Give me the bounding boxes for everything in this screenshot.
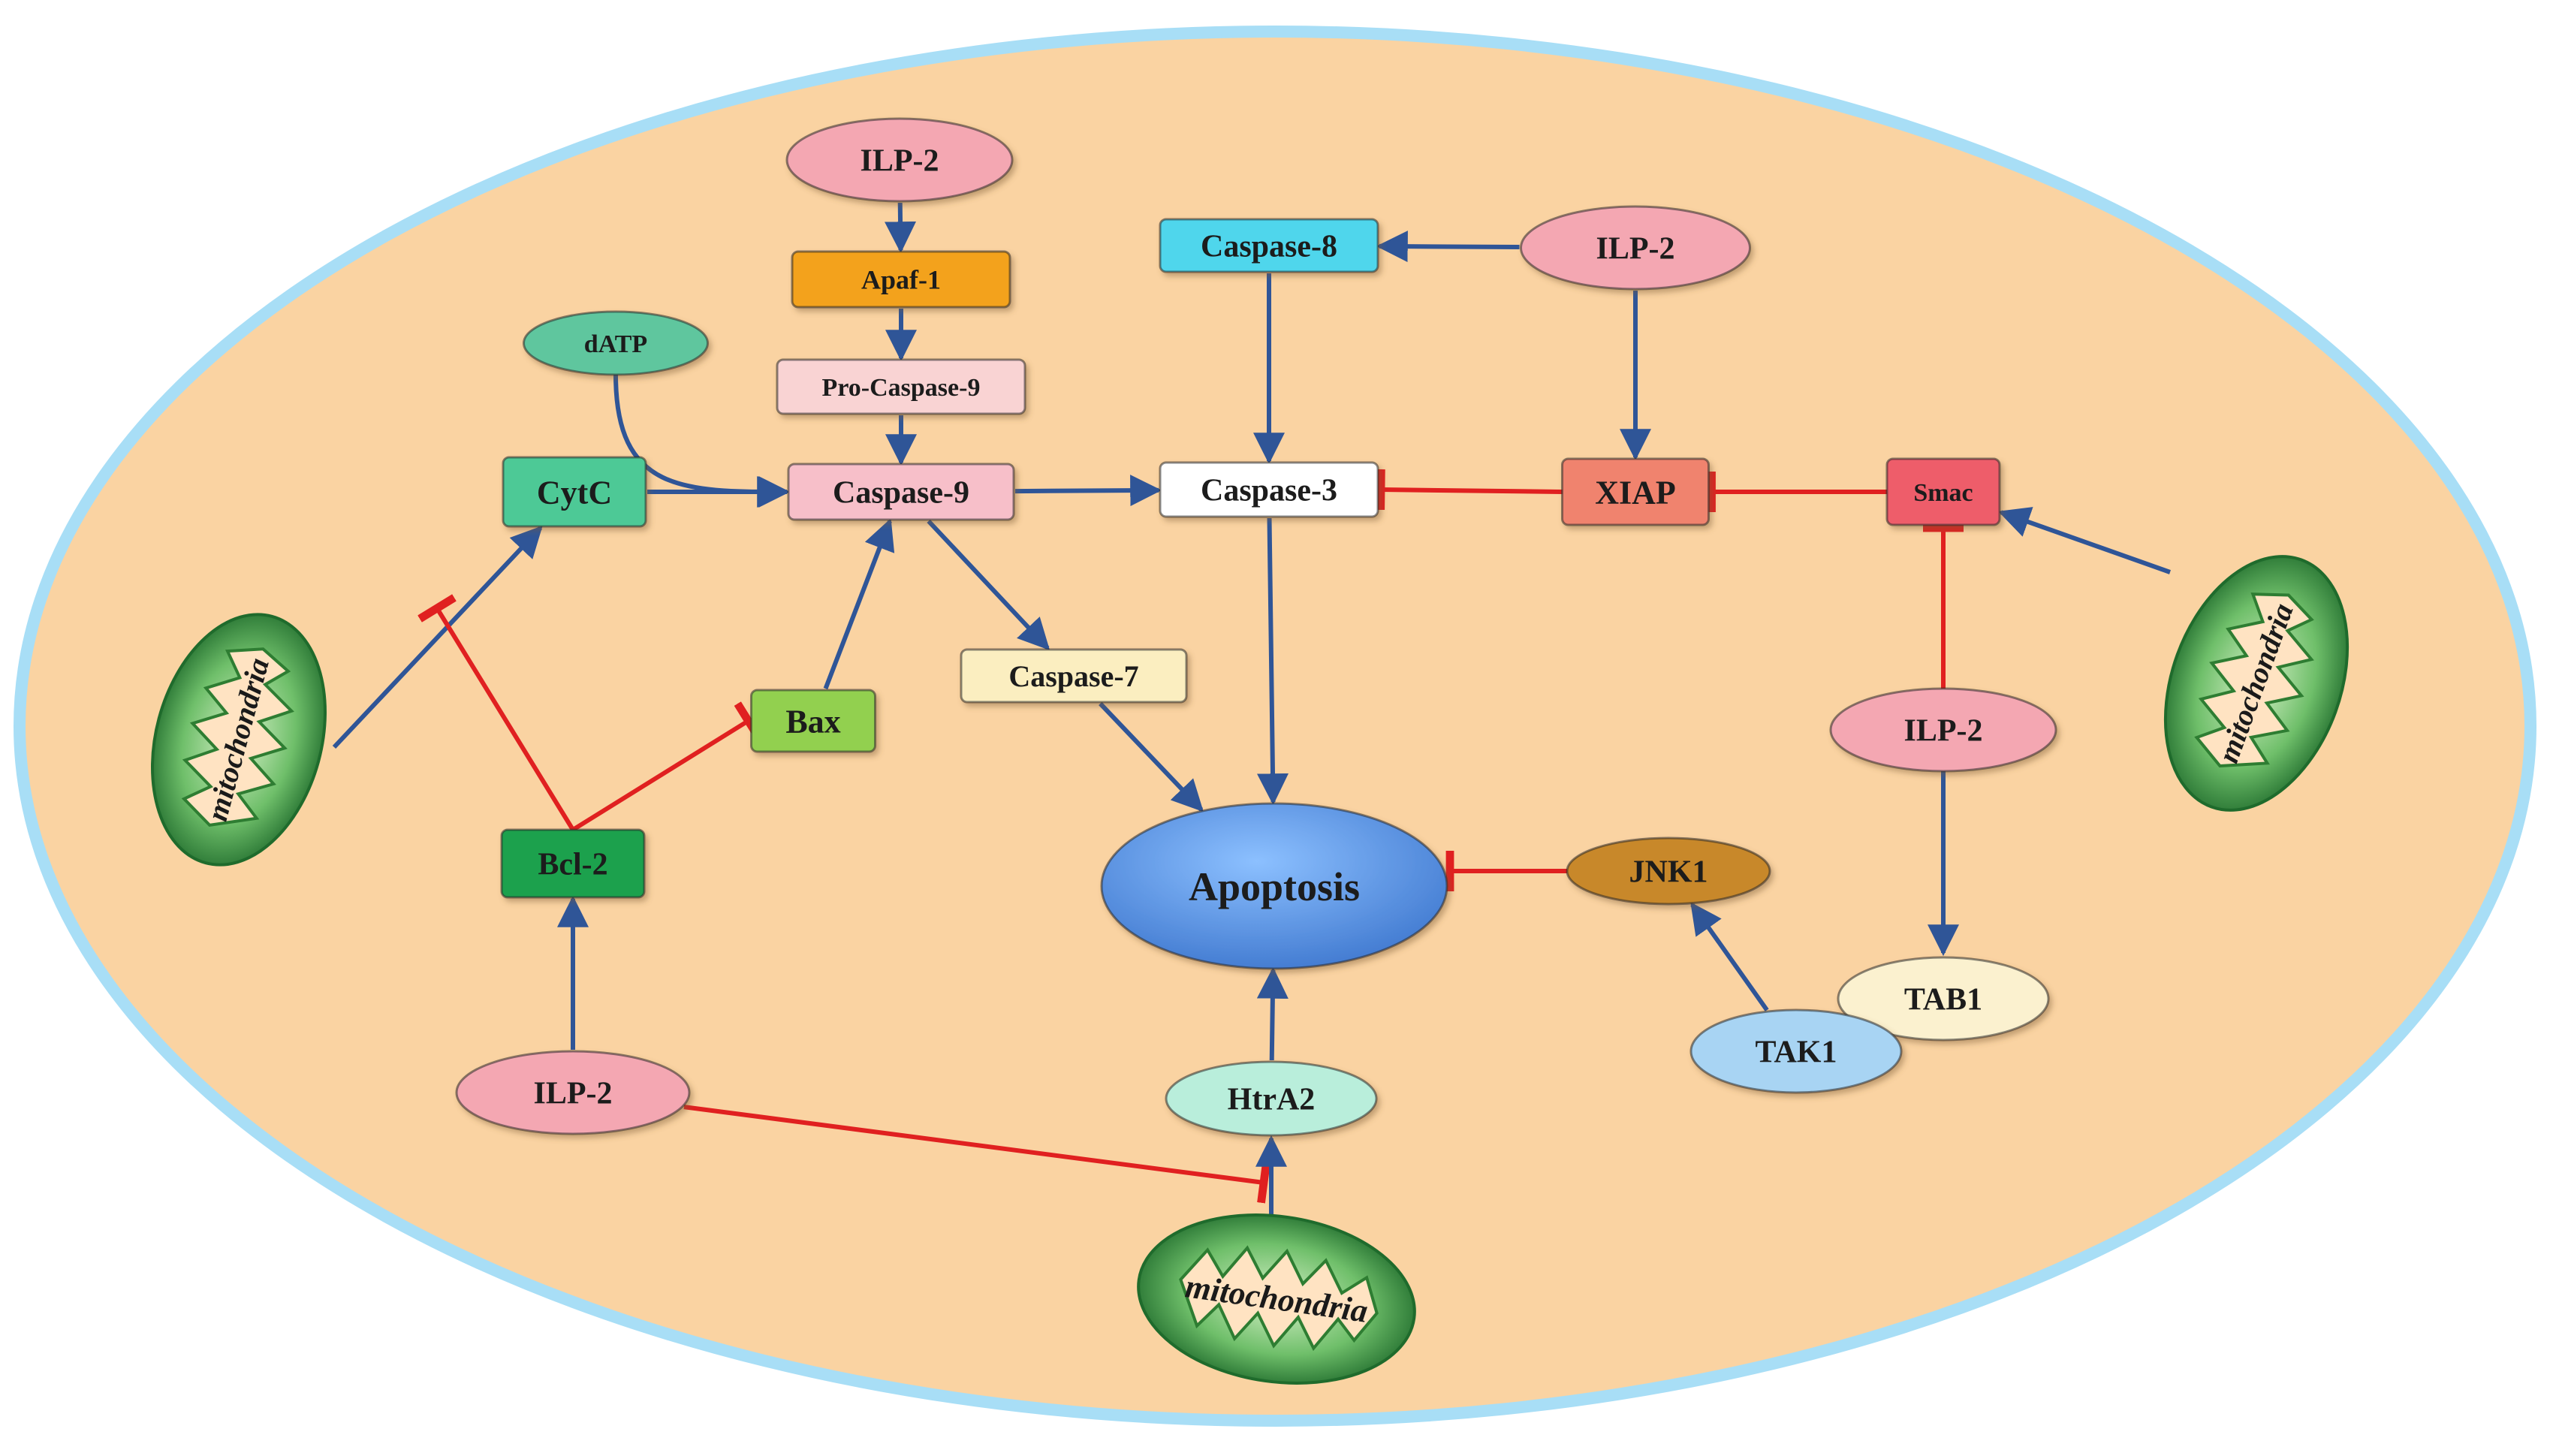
edge-tak1-to-jnk1	[1690, 902, 1769, 1011]
edge-caspase3-to-apoptosis	[1257, 517, 1289, 806]
node-caspase9-shape	[787, 463, 1015, 521]
node-pro-caspase9-label: Pro-Caspase-9	[822, 374, 981, 402]
node-ilp2-bottom: ILP-2	[455, 1050, 691, 1135]
edge-bax-to-caspase9	[823, 518, 895, 690]
edge-ilp2-bottom-to-htra2	[683, 1105, 1270, 1204]
edge-mito-left-to-cytc	[332, 525, 543, 749]
node-tak1-shape	[1689, 1008, 1903, 1094]
node-cytc-shape	[502, 456, 647, 528]
node-smac: Smac	[1885, 457, 2001, 526]
node-tab1: TAB1	[1837, 956, 2050, 1042]
node-ilp2-bottom-label: ILP-2	[534, 1077, 613, 1111]
node-tak1-label: TAK1	[1756, 1035, 1837, 1070]
node-caspase9: Caspase-9	[787, 463, 1015, 521]
node-tak1: TAK1	[1689, 1008, 1903, 1094]
node-caspase7-shape	[960, 648, 1188, 704]
node-caspase8-shape	[1159, 218, 1379, 273]
node-jnk1-shape	[1566, 837, 1771, 906]
node-xiap: XIAP	[1561, 457, 1710, 526]
node-bax-shape	[750, 689, 876, 753]
node-htra2-shape	[1165, 1060, 1378, 1137]
node-ilp2-smac-label: ILP-2	[1904, 714, 1983, 749]
edge-xiap-to-caspase3	[1376, 469, 1563, 511]
edge-caspase9-to-caspase7	[927, 519, 1050, 651]
node-ilp2-right-shape	[1520, 205, 1751, 291]
node-ilp2-top-label: ILP-2	[861, 144, 939, 179]
node-dATP: dATP	[523, 310, 709, 376]
node-apaf1-label: Apaf-1	[861, 265, 941, 295]
node-ilp2-right: ILP-2	[1520, 205, 1751, 291]
node-htra2-label: HtrA2	[1228, 1083, 1316, 1117]
mitochondrion-right: mitochondria	[2163, 555, 2350, 812]
edge-bcl2-to-cytc	[417, 594, 575, 831]
node-ilp2-smac: ILP-2	[1829, 687, 2057, 773]
edge-ilp2-top-to-apaf1	[885, 202, 917, 254]
node-cytc: CytC	[502, 456, 647, 528]
node-caspase8: Caspase-8	[1159, 218, 1379, 273]
node-apaf1-shape	[791, 250, 1011, 309]
node-ilp2-top: ILP-2	[785, 117, 1014, 203]
node-dATP-shape	[523, 310, 709, 376]
node-bcl2-label: Bcl-2	[538, 848, 607, 882]
node-apoptosis: Apoptosis	[1100, 802, 1448, 970]
node-smac-shape	[1885, 457, 2001, 526]
node-ilp2-smac-shape	[1829, 687, 2057, 773]
node-jnk1-label: JNK1	[1629, 855, 1708, 890]
node-caspase7-label: Caspase-7	[1008, 659, 1138, 693]
mitochondrion-left: mitochondria	[150, 613, 327, 867]
node-xiap-label: XIAP	[1595, 474, 1676, 511]
node-smac-label: Smac	[1913, 479, 1973, 507]
node-apaf1: Apaf-1	[791, 250, 1011, 309]
edge-htra2-to-apoptosis	[1256, 966, 1289, 1061]
node-ilp2-top-shape	[785, 117, 1014, 203]
node-bax: Bax	[750, 689, 876, 753]
node-tab1-shape	[1837, 956, 2050, 1042]
node-ilp2-right-label: ILP-2	[1596, 232, 1675, 267]
edge-ilp2-right-to-caspase8	[1376, 231, 1520, 263]
node-ilp2-bottom-shape	[455, 1050, 691, 1135]
node-dATP-label: dATP	[584, 330, 647, 358]
node-caspase3: Caspase-3	[1159, 461, 1379, 518]
node-tab1-label: TAB1	[1904, 983, 1982, 1017]
node-pro-caspase9-shape	[776, 358, 1026, 415]
node-xiap-shape	[1561, 457, 1710, 526]
node-jnk1: JNK1	[1566, 837, 1771, 906]
node-pro-caspase9: Pro-Caspase-9	[776, 358, 1026, 415]
node-caspase3-shape	[1159, 461, 1379, 518]
node-apoptosis-label: Apoptosis	[1189, 864, 1360, 909]
edge-bcl2-to-bax	[571, 701, 763, 832]
edge-caspase7-to-apoptosis	[1099, 701, 1204, 812]
node-caspase8-label: Caspase-8	[1201, 230, 1337, 264]
node-htra2: HtrA2	[1165, 1060, 1378, 1137]
edge-mito-right-to-smac	[1998, 507, 2172, 574]
edge-caspase9-to-caspase3	[1014, 475, 1162, 507]
mitochondrion-bottom: mitochondria	[1137, 1213, 1416, 1385]
node-cytc-label: CytC	[537, 474, 612, 511]
node-caspase3-label: Caspase-3	[1201, 474, 1337, 508]
node-caspase7: Caspase-7	[960, 648, 1188, 704]
node-bax-label: Bax	[785, 703, 840, 740]
node-caspase9-label: Caspase-9	[833, 476, 969, 511]
node-apoptosis-shape	[1100, 802, 1448, 970]
node-bcl2-shape	[500, 828, 646, 899]
node-bcl2: Bcl-2	[500, 828, 646, 899]
